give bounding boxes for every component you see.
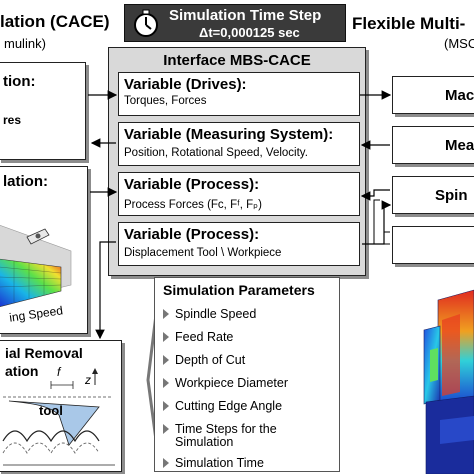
stopwatch-icon [134,9,158,37]
variable-drives-subtitle: Torques, Forces [124,95,207,107]
left-function-text: res [3,113,22,127]
param-time-steps-cont: Simulation [175,435,234,449]
param-time-steps: Time Steps for the [163,422,277,436]
left-function-title: tion: [3,73,36,90]
param-feed-rate: Feed Rate [163,330,233,344]
variable-process-forces-title: Variable (Process): [124,176,260,193]
simulation-parameters-title: Simulation Parameters [163,282,315,298]
feed-label: f [57,365,61,379]
bullet-arrow-icon [163,355,169,365]
param-cutting-edge-angle: Cutting Edge Angle [163,399,282,413]
right-machine-label: Mac [445,87,474,104]
variable-measuring-box: Variable (Measuring System): Position, R… [118,122,360,166]
param-workpiece-diameter: Workpiece Diameter [163,376,288,390]
variable-measuring-title: Variable (Measuring System): [124,126,334,143]
simulation-time-step-value: Δt=0,000125 sec [199,25,300,40]
right-panel-title: Flexible Multi- [352,14,466,33]
variable-process-forces-box: Variable (Process): Process Forces (Fᴄ, … [118,172,360,216]
right-panel-subtitle: (MSC [444,36,474,51]
bullet-arrow-icon [163,309,169,319]
left-simulation-box: lation: ing Speed [0,166,88,334]
left-function-box: tion: res [0,62,86,160]
param-simulation-time: Simulation Time [163,456,264,470]
right-spindle-box: Spin [392,176,474,214]
z-axis-label: z [85,373,91,387]
right-process-box [392,226,474,264]
bullet-arrow-icon [163,458,169,468]
right-measuring-label: Mea [445,137,474,154]
param-depth-of-cut: Depth of Cut [163,353,245,367]
material-removal-title: ial Removal [5,345,83,361]
left-material-removal-box: ial Removal ation f z tool [0,340,122,472]
bullet-arrow-icon [163,424,169,434]
variable-displacement-subtitle: Displacement Tool \ Workpiece [124,247,282,259]
material-removal-title-2: ation [5,363,39,379]
right-machine-box: Mac [392,76,474,114]
tool-label: tool [39,403,63,418]
variable-displacement-box: Variable (Process): Displacement Tool \ … [118,222,360,266]
surface-plot-graphic [0,225,72,308]
right-spindle-label: Spin [435,187,468,204]
left-panel-title: lation (CACE) [0,12,110,31]
bullet-arrow-icon [163,332,169,342]
left-panel-subtitle: mulink) [4,36,46,51]
simulation-time-step-title: Simulation Time Step [169,7,322,24]
interface-title: Interface MBS-CACE [163,52,311,69]
material-removal-graphic [2,368,115,466]
bullet-arrow-icon [163,401,169,411]
variable-measuring-subtitle: Position, Rotational Speed, Velocity. [124,147,308,159]
right-measuring-box: Mea [392,126,474,164]
bullet-arrow-icon [163,378,169,388]
left-simulation-title: lation: [3,173,48,190]
simulation-time-step-box: Simulation Time Step Δt=0,000125 sec [124,4,346,42]
param-spindle-speed: Spindle Speed [163,307,256,321]
variable-process-forces-subtitle: Process Forces (Fᴄ, Fᶠ, Fₚ) [124,199,262,211]
variable-displacement-title: Variable (Process): [124,226,260,243]
interface-panel: Interface MBS-CACE Variable (Drives): To… [108,47,366,276]
variable-drives-box: Variable (Drives): Torques, Forces [118,72,360,116]
simulation-parameters-box: Simulation Parameters Spindle Speed Feed… [154,277,340,472]
variable-drives-title: Variable (Drives): [124,76,247,93]
